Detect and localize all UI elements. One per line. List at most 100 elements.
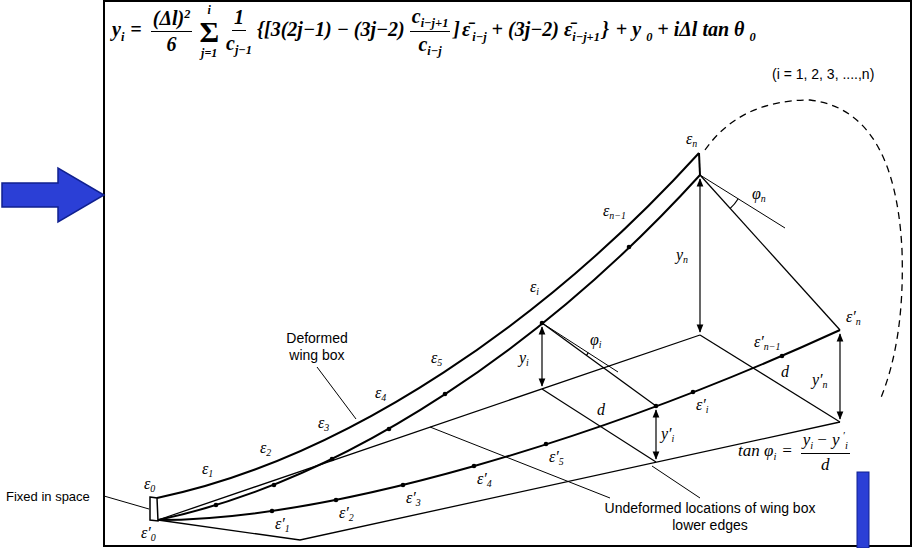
numerator: yi− y′i [801, 430, 850, 454]
angle-arc [730, 199, 738, 209]
blue-arrow [2, 168, 104, 222]
subscript: n [692, 138, 697, 149]
blue-bar [857, 472, 869, 548]
symbol: y′ [661, 425, 672, 442]
strain-label: εi [530, 277, 539, 298]
index: i [845, 440, 848, 451]
formula-term: c [418, 33, 427, 55]
denominator: cj−1 [226, 31, 252, 58]
angle-arc [586, 353, 588, 356]
wing-box-upper-edge [157, 153, 699, 498]
symbol: ε′ [846, 308, 856, 325]
dimension-arrow [655, 410, 656, 459]
formula-term: + (3j−2) [492, 18, 559, 40]
formula-term: c [226, 32, 235, 54]
subscript: n−1 [764, 341, 781, 352]
subscript: 5 [559, 456, 564, 467]
symbol: ε [530, 278, 536, 295]
subscript: 0 [151, 532, 156, 543]
subscript: 4 [487, 478, 492, 489]
formula-term: = [130, 18, 141, 40]
index: i−j+1 [572, 30, 600, 44]
undeformed-front-edge [158, 422, 840, 540]
symbol: φ [752, 185, 761, 202]
formula-term: − y [816, 430, 839, 449]
formula-term: {[3(2j−1) − (3j−2) [257, 18, 405, 40]
subscript: i [706, 404, 709, 415]
leader-line [317, 367, 356, 419]
strain-label: ε′n [846, 307, 861, 328]
formula-term: (Δl) [153, 7, 184, 29]
dimension-label: d [597, 400, 605, 419]
symbol: ε [431, 349, 437, 366]
strain-label: ε′4 [477, 469, 492, 490]
fraction: yi− y′id [801, 430, 850, 475]
strain-gauge [334, 498, 339, 503]
formula-term: + y [616, 18, 641, 40]
formula-term: } [602, 18, 609, 40]
dimension-label: yi [519, 348, 529, 369]
symbol: d [781, 363, 789, 380]
reference-line [700, 175, 785, 228]
formula-term: 6 [167, 33, 177, 55]
dimension-label: y′i [661, 424, 674, 445]
twist-formula: tan φi=yi− y′id [738, 430, 853, 475]
symbol: ε′ [275, 515, 285, 532]
index: i−j+1 [421, 16, 449, 30]
wing-box-rear-edge [158, 175, 700, 520]
dimension-label: yn [676, 245, 688, 266]
symbol: ε′ [696, 396, 706, 413]
deformed-chord [700, 175, 840, 330]
formula-term: + iΔl tan θ [657, 18, 744, 40]
denominator: ci−j [418, 32, 441, 59]
symbol: ε [603, 202, 609, 219]
strain-label: ε5 [431, 348, 442, 369]
formula-term: ] [453, 18, 460, 40]
strain-gauge [544, 442, 549, 447]
index: i−j [472, 30, 486, 44]
formula-term: d [821, 455, 830, 474]
strain-label: ε4 [375, 383, 386, 404]
index: i [810, 440, 813, 451]
strain-gauge [627, 245, 632, 250]
subscript: 0 [150, 483, 155, 494]
subscript: n−1 [609, 210, 626, 221]
index-range: (i = 1, 2, 3, ....,n) [772, 66, 874, 83]
subscript: 2 [349, 512, 354, 523]
subscript: i [599, 339, 602, 350]
strain-label: ε′i [696, 395, 709, 416]
strain-label: ε3 [318, 413, 329, 434]
symbol: d [597, 401, 605, 418]
strain-gauge [691, 390, 696, 395]
symbol: ε′ [339, 504, 349, 521]
numerator: 1 [232, 6, 246, 31]
symbol: y [676, 246, 683, 263]
formula-term: c [412, 5, 421, 27]
symbol: ε [375, 384, 381, 401]
strain-gauge [472, 464, 477, 469]
strain-gauge [443, 392, 448, 397]
fraction: 1cj−1 [226, 6, 252, 58]
fraction: (Δl)26 [151, 7, 193, 56]
strain-label: ε′1 [275, 514, 290, 535]
deformed-chord [542, 323, 656, 406]
subscript: 3 [324, 422, 329, 433]
strain-label: εn [686, 129, 697, 150]
symbol: ε [260, 439, 266, 456]
dimension-label: y′n [812, 370, 828, 391]
deflection-formula: yi=(Δl)26iΣj=11cj−1{[3(2j−1) − (3j−2)ci−… [112, 4, 756, 59]
subscript: i [526, 357, 529, 368]
strain-label: ε′n−1 [754, 332, 780, 353]
subscript: n [761, 193, 766, 204]
symbol: ε [686, 130, 692, 147]
symbol: ε′ [549, 448, 559, 465]
strain-gauge [654, 404, 659, 409]
index: j−1 [235, 43, 252, 57]
symbol: ε′ [754, 333, 764, 350]
numerator: (Δl)2 [151, 7, 193, 32]
leader-line [104, 496, 149, 509]
subscript: 1 [208, 468, 213, 479]
strain-gauge [270, 509, 275, 514]
strain-label: ε2 [260, 438, 271, 459]
